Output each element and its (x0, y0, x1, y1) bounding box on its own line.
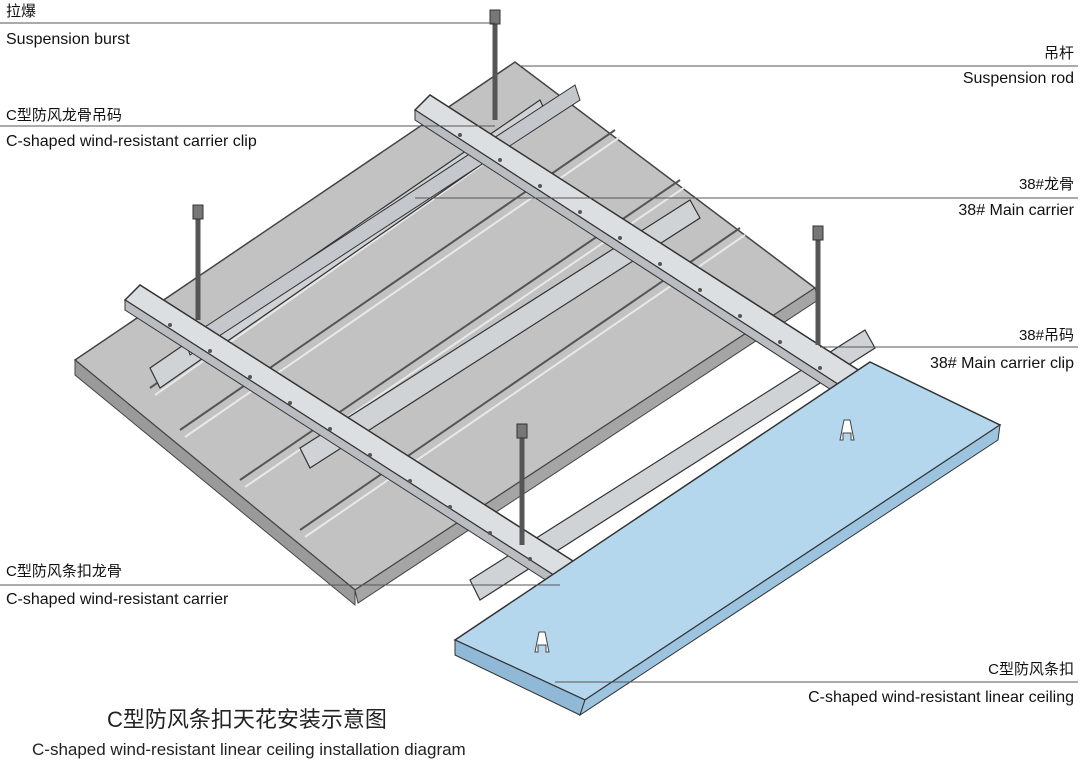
carrier-clip-label-en: C-shaped wind-resistant carrier clip (6, 133, 257, 150)
main-carriers (123, 94, 907, 603)
linear-ceiling-label-zh: C型防风条扣 (988, 661, 1074, 678)
caption-zh: C型防风条扣天花安装示意图 (107, 707, 387, 732)
blue-linear-ceiling-panel (453, 361, 1002, 717)
suspension-burst-anchors (192, 9, 824, 439)
leader-lines (0, 22, 1078, 683)
suspension-rod-label-zh: 吊杆 (1043, 45, 1074, 62)
suspension-rod-label-en: Suspension rod (962, 70, 1074, 87)
linear-ceiling-label-en: C-shaped wind-resistant linear ceiling (808, 689, 1074, 706)
caption-en: C-shaped wind-resistant linear ceiling i… (32, 740, 466, 759)
suspension-burst-label-en: Suspension burst (6, 31, 130, 48)
carrier-clip-label-zh: C型防风龙骨吊码 (6, 107, 122, 124)
suspension-burst-label-zh: 拉爆 (6, 3, 37, 20)
suspension-rods (195, 18, 821, 545)
main-carrier-clip-label-zh: 38#吊码 (1018, 327, 1074, 344)
main-carrier-label-zh: 38#龙骨 (1018, 176, 1074, 193)
carrier-label-en: C-shaped wind-resistant carrier (6, 591, 229, 608)
carrier-label-zh: C型防风条扣龙骨 (6, 563, 122, 580)
main-carrier-label-en: 38# Main carrier (958, 202, 1074, 219)
main-carrier-clip-label-en: 38# Main carrier clip (929, 355, 1074, 372)
